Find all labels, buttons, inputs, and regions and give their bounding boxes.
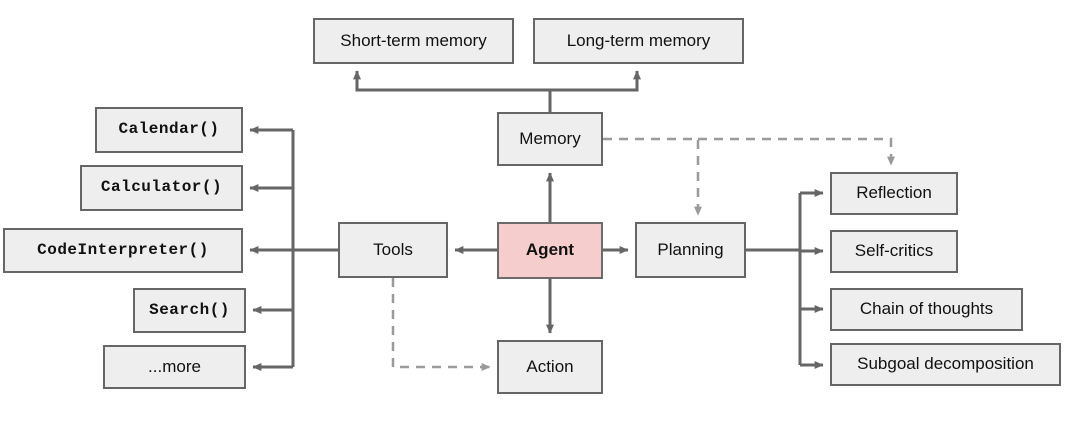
node-label: ...more [148, 356, 201, 376]
node-label: Calendar() [118, 120, 220, 139]
node-self-critics[interactable]: Self-critics [830, 230, 958, 273]
node-agent[interactable]: Agent [497, 222, 603, 279]
node-long-term-memory[interactable]: Long-term memory [533, 18, 744, 64]
node-label: Tools [373, 239, 413, 259]
node-short-term-memory[interactable]: Short-term memory [313, 18, 514, 64]
node-label: Action [526, 356, 574, 376]
node-memory[interactable]: Memory [497, 112, 603, 166]
node-action[interactable]: Action [497, 340, 603, 394]
node-more[interactable]: ...more [103, 345, 246, 389]
edge-memory-to-shortterm-riser [353, 70, 552, 112]
node-label: Search() [149, 300, 230, 319]
node-reflection[interactable]: Reflection [830, 172, 958, 215]
node-label: CodeInterpreter() [37, 240, 209, 259]
edge-memory-to-planning-dashed [603, 137, 702, 216]
node-subgoal-decomposition[interactable]: Subgoal decomposition [830, 343, 1061, 386]
node-tools[interactable]: Tools [338, 222, 448, 278]
node-planning[interactable]: Planning [635, 222, 746, 278]
node-label: Calculator() [100, 178, 223, 197]
edge-memory-to-reflection-dashed [698, 137, 895, 166]
node-label: Reflection [856, 183, 932, 203]
node-code-interpreter[interactable]: CodeInterpreter() [3, 228, 243, 273]
node-label: Memory [519, 128, 581, 148]
node-label: Subgoal decomposition [857, 354, 1034, 374]
node-calculator[interactable]: Calculator() [80, 165, 243, 211]
node-chain-of-thoughts[interactable]: Chain of thoughts [830, 288, 1023, 331]
node-label: Agent [525, 240, 575, 260]
node-search[interactable]: Search() [133, 288, 246, 333]
node-label: Long-term memory [566, 30, 711, 50]
edge-memory-to-longterm-riser [550, 70, 641, 92]
node-label: Self-critics [854, 241, 934, 261]
node-calendar[interactable]: Calendar() [95, 107, 243, 153]
node-label: Planning [657, 239, 724, 259]
node-label: Short-term memory [340, 30, 487, 50]
edge-tools-to-action-dashed [391, 278, 491, 371]
node-label: Chain of thoughts [859, 299, 994, 319]
